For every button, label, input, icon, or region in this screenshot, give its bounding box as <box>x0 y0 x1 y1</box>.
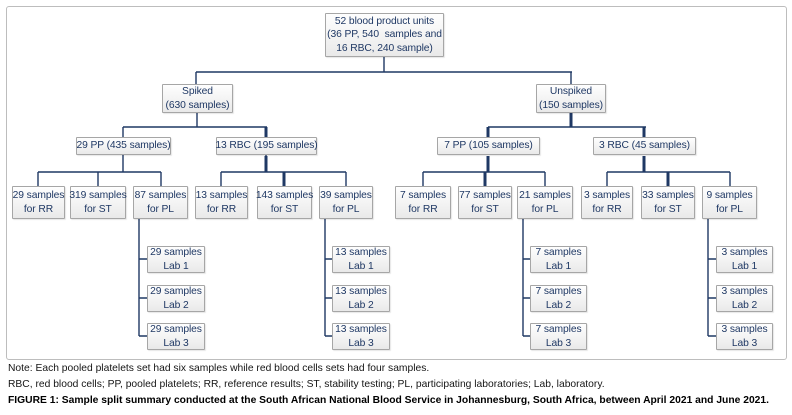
node-spiked-rbc: 13 RBC (195 samples) <box>215 137 318 155</box>
node-spiked-pp-lab1: 29 samples Lab 1 <box>147 246 205 273</box>
node-spiked-pp-lab2: 29 samples Lab 2 <box>147 285 205 312</box>
node-unspiked-pp-lab1: 7 samples Lab 1 <box>530 246 587 273</box>
figure-note: Note: Each pooled platelets set had six … <box>8 363 430 374</box>
node-unspiked-rbc-lab1: 3 samples Lab 1 <box>716 246 773 273</box>
node-spiked-pp-st: 319 samples for ST <box>69 186 127 219</box>
node-unspiked-pp: 7 PP (105 samples) <box>437 137 540 155</box>
node-unspiked-pp-rr: 7 samples for RR <box>395 186 451 219</box>
node-spiked-pp-rr: 29 samples for RR <box>12 186 65 219</box>
node-unspiked-rbc-rr: 3 samples for RR <box>581 186 633 219</box>
node-spiked-rbc-st: 143 samples for ST <box>256 186 313 219</box>
node-unspiked: Unspiked (150 samples) <box>536 84 606 113</box>
node-unspiked-rbc-lab3: 3 samples Lab 3 <box>716 323 773 350</box>
figure-border <box>6 6 787 360</box>
node-spiked-rbc-lab1: 13 samples Lab 1 <box>332 246 390 273</box>
node-spiked-rbc-pl: 39 samples for PL <box>319 186 373 219</box>
node-unspiked-pp-lab3: 7 samples Lab 3 <box>530 323 587 350</box>
node-spiked-rbc-lab2: 13 samples Lab 2 <box>332 285 390 312</box>
node-unspiked-rbc-lab2: 3 samples Lab 2 <box>716 285 773 312</box>
node-spiked-pp-lab3: 29 samples Lab 3 <box>147 323 205 350</box>
node-spiked-pp: 29 PP (435 samples) <box>76 137 171 155</box>
node-spiked-rbc-lab3: 13 samples Lab 3 <box>332 323 390 350</box>
figure-caption: FIGURE 1: Sample split summary conducted… <box>8 395 769 406</box>
node-spiked: Spiked (630 samples) <box>162 84 233 113</box>
node-unspiked-pp-st: 77 samples for ST <box>458 186 512 219</box>
node-spiked-pp-pl: 87 samples for PL <box>133 186 188 219</box>
node-unspiked-pp-lab2: 7 samples Lab 2 <box>530 285 587 312</box>
node-unspiked-rbc-st: 33 samples for ST <box>641 186 695 219</box>
node-unspiked-rbc: 3 RBC (45 samples) <box>593 137 696 155</box>
node-unspiked-pp-pl: 21 samples for PL <box>517 186 573 219</box>
node-total-units: 52 blood product units (36 PP, 540 sampl… <box>325 13 444 57</box>
node-unspiked-rbc-pl: 9 samples for PL <box>702 186 757 219</box>
node-spiked-rbc-rr: 13 samples for RR <box>195 186 248 219</box>
abbreviations-note: RBC, red blood cells; PP, pooled platele… <box>8 379 605 390</box>
